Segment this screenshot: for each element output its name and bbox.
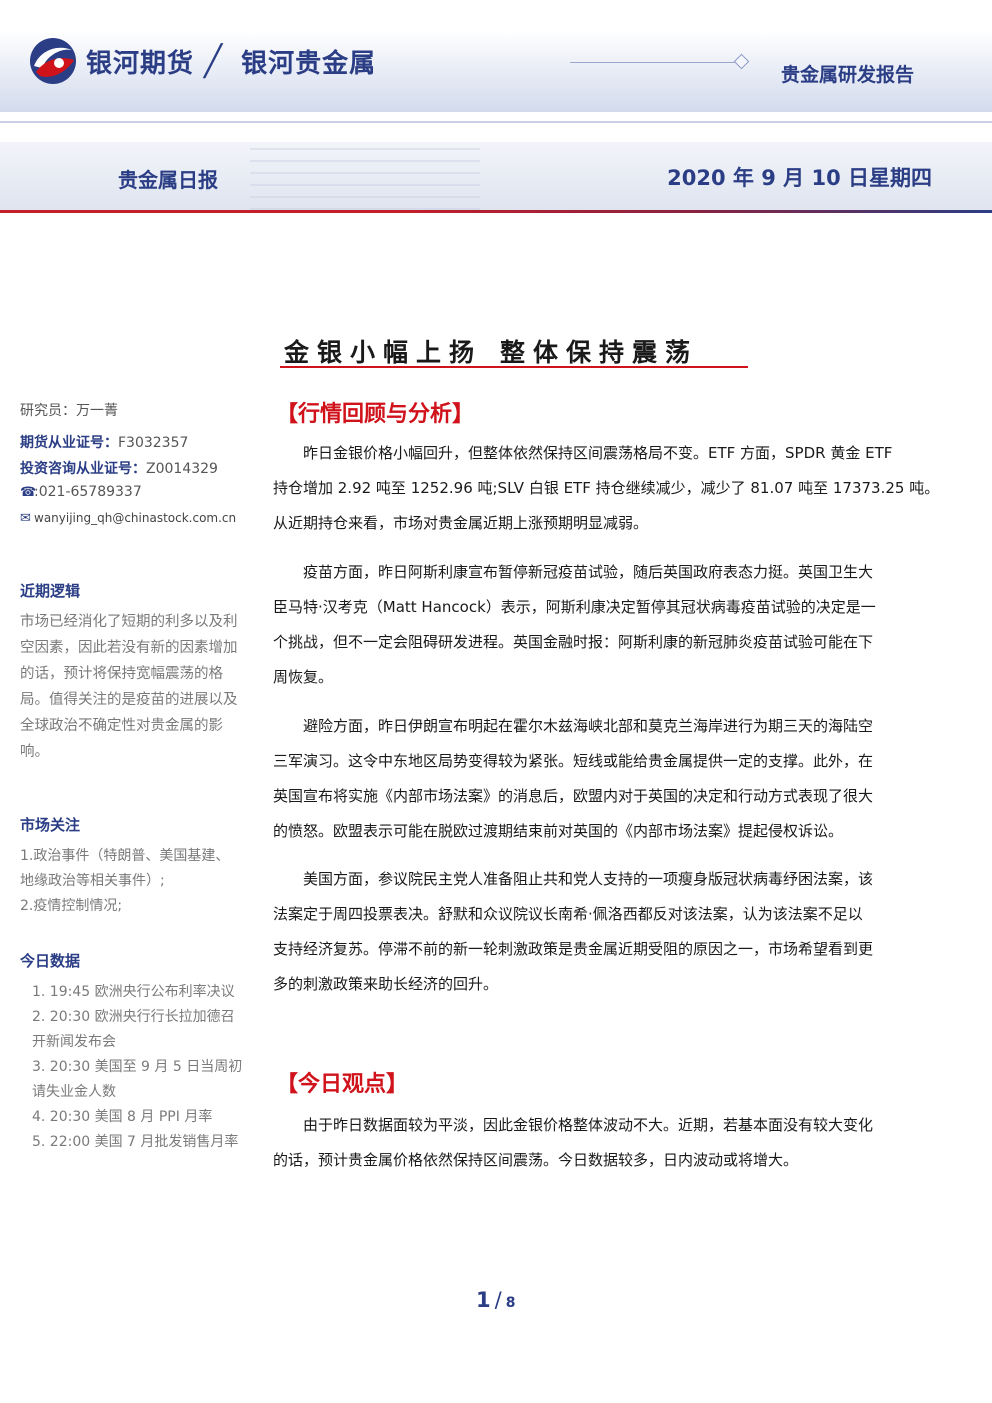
futures-cert-value: F3032357 bbox=[118, 435, 189, 451]
galaxy-logo-icon bbox=[30, 38, 76, 84]
researcher-name: 万一菁 bbox=[76, 403, 118, 419]
page-number: 1/8 bbox=[476, 1288, 515, 1312]
logic-line: 的话，预计将保持宽幅震荡的格 bbox=[20, 666, 223, 682]
logo-divider: ╱ bbox=[204, 43, 224, 79]
text-line: 多的刺激政策来助长经济的回升。 bbox=[273, 975, 499, 993]
text-line: 臣马特·汉考克（Matt Hancock）表示，阿斯利康决定暂停其冠状病毒疫苗试… bbox=[273, 598, 876, 616]
text-line: 昨日金银价格小幅回升，但整体依然保持区间震荡格局不变。ETF 方面，SPDR 黄… bbox=[273, 444, 893, 462]
data-line: 请失业金人数 bbox=[32, 1084, 116, 1100]
data-line: 开新闻发布会 bbox=[32, 1034, 116, 1050]
email-icon: ✉ bbox=[20, 511, 31, 526]
data-line: 1. 19:45 欧洲央行公布利率决议 bbox=[32, 984, 235, 1000]
header-gap bbox=[0, 112, 992, 142]
data-line: 4. 20:30 美国 8 月 PPI 月率 bbox=[32, 1109, 213, 1125]
logic-line: 空因素，因此若没有新的因素增加 bbox=[20, 640, 238, 656]
text-line: 美国方面，参议院民主党人准备阻止共和党人支持的一项瘦身版冠状病毒纾困法案，该 bbox=[273, 870, 874, 888]
page-total: 8 bbox=[505, 1295, 516, 1311]
text-line: 由于昨日数据面较为平淡，因此金银价格整体波动不大。近期，若基本面没有较大变化 bbox=[273, 1116, 874, 1134]
header-divider bbox=[0, 121, 992, 123]
page-title-part1: 金银小幅上扬 bbox=[284, 338, 483, 367]
email-address[interactable]: wanyijing_qh@chinastock.com.cn bbox=[34, 511, 237, 525]
data-list: 1. 19:45 欧洲央行公布利率决议 2. 20:30 欧洲央行行长拉加德召 … bbox=[32, 980, 262, 1155]
focus-line: 2.疫情控制情况; bbox=[20, 898, 123, 914]
logic-line: 响。 bbox=[20, 744, 49, 760]
focus-line: 地缘政治等相关事件）; bbox=[20, 873, 165, 889]
text-line: 个挑战，但不一定会阻碍研发进程。英国金融时报：阿斯利康的新冠肺炎疫苗试验可能在下 bbox=[273, 633, 874, 651]
analysis-paragraph-3: 避险方面，昨日伊朗宣布明起在霍尔木兹海峡北部和莫克兰海岸进行为期三天的海陆空 三… bbox=[273, 709, 935, 849]
header-accent-line bbox=[0, 210, 992, 213]
logic-title: 近期逻辑 bbox=[20, 582, 81, 600]
phone-row: ☎:021-65789337 bbox=[20, 484, 142, 500]
focus-list: 1.政治事件（特朗普、美国基建、 地缘政治等相关事件）; 2.疫情控制情况; bbox=[20, 844, 250, 919]
view-paragraph: 由于昨日数据面较为平淡，因此金银价格整体波动不大。近期，若基本面没有较大变化 的… bbox=[273, 1108, 935, 1178]
text-line: 疫苗方面，昨日阿斯利康宣布暂停新冠疫苗试验，随后英国政府表态力挺。英国卫生大 bbox=[273, 563, 874, 581]
header-title-band: 贵金属日报 2020 年 9 月 10 日星期四 bbox=[0, 142, 992, 210]
report-type: 贵金属研发报告 bbox=[780, 64, 914, 86]
data-line: 2. 20:30 欧洲央行行长拉加德召 bbox=[32, 1009, 235, 1025]
text-line: 三军演习。这令中东地区局势变得较为紧张。短线或能给贵金属提供一定的支撑。此外，在 bbox=[273, 752, 874, 770]
phone-icon: ☎ bbox=[20, 485, 37, 500]
data-title: 今日数据 bbox=[20, 952, 81, 970]
data-line: 3. 20:30 美国至 9 月 5 日当周初 bbox=[32, 1059, 243, 1075]
analysis-paragraph-1: 昨日金银价格小幅回升，但整体依然保持区间震荡格局不变。ETF 方面，SPDR 黄… bbox=[273, 436, 940, 541]
logic-line: 全球政治不确定性对贵金属的影 bbox=[20, 718, 223, 734]
text-line: 英国宣布将实施《内部市场法案》的消息后，欧盟内对于英国的决定和行动方式表现了很大 bbox=[273, 787, 874, 805]
futures-cert-row: 期货从业证号：F3032357 bbox=[20, 432, 188, 452]
page-current: 1 bbox=[476, 1288, 491, 1312]
page-separator: / bbox=[494, 1288, 502, 1312]
report-date: 2020 年 9 月 10 日星期四 bbox=[667, 166, 932, 190]
view-heading: 【今日观点】 bbox=[276, 1072, 409, 1097]
text-line: 周恢复。 bbox=[273, 668, 334, 686]
page-title: 金银小幅上扬整体保持震荡 bbox=[284, 333, 698, 369]
researcher-label: 研究员： bbox=[20, 403, 76, 419]
data-line: 5. 22:00 美国 7 月批发销售月率 bbox=[32, 1134, 239, 1150]
page-title-part2: 整体保持震荡 bbox=[500, 338, 699, 367]
header-top-band bbox=[0, 0, 992, 112]
title-underline bbox=[280, 366, 748, 368]
text-line: 持仓增加 2.92 吨至 1252.96 吨;SLV 白银 ETF 持仓继续减少… bbox=[273, 479, 940, 497]
header-decor-line bbox=[570, 62, 735, 63]
logo-text: 银河期货 bbox=[86, 48, 195, 79]
text-line: 的话，预计贵金属价格依然保持区间震荡。今日数据较多，日内波动或将增大。 bbox=[273, 1151, 799, 1169]
advisory-cert-row: 投资咨询从业证号：Z0014329 bbox=[20, 458, 218, 478]
text-line: 支持经济复苏。停滞不前的新一轮刺激政策是贵金属近期受阻的原因之一，市场希望看到更 bbox=[273, 940, 874, 958]
email-row: ✉wanyijing_qh@chinastock.com.cn bbox=[20, 510, 236, 526]
phone-number: :021-65789337 bbox=[34, 484, 142, 500]
logic-text: 市场已经消化了短期的利多以及利 空因素，因此若没有新的因素增加 的话，预计将保持… bbox=[20, 609, 250, 765]
text-line: 的愤怒。欧盟表示可能在脱欧过渡期结束前对英国的《内部市场法案》提起侵权诉讼。 bbox=[273, 822, 844, 840]
focus-line: 1.政治事件（特朗普、美国基建、 bbox=[20, 848, 230, 864]
company-logo: 银河期货 ╱ 银河贵金属 bbox=[28, 36, 376, 86]
analysis-heading: 【行情回顾与分析】 bbox=[276, 402, 475, 427]
focus-title: 市场关注 bbox=[20, 816, 81, 834]
futures-cert-label: 期货从业证号： bbox=[20, 435, 118, 451]
logic-line: 市场已经消化了短期的利多以及利 bbox=[20, 614, 238, 630]
logic-line: 局。值得关注的是疫苗的进展以及 bbox=[20, 692, 238, 708]
report-header: 银河期货 ╱ 银河贵金属 贵金属研发报告 贵金属日报 2020 年 9 月 10… bbox=[0, 0, 992, 214]
analysis-paragraph-2: 疫苗方面，昨日阿斯利康宣布暂停新冠疫苗试验，随后英国政府表态力挺。英国卫生大 臣… bbox=[273, 555, 935, 695]
text-line: 避险方面，昨日伊朗宣布明起在霍尔木兹海峡北部和莫克兰海岸进行为期三天的海陆空 bbox=[273, 717, 874, 735]
logo-subtext: 银河贵金属 bbox=[241, 48, 377, 79]
band-decoration bbox=[250, 142, 480, 210]
analysis-paragraph-4: 美国方面，参议院民主党人准备阻止共和党人支持的一项瘦身版冠状病毒纾困法案，该 法… bbox=[273, 862, 935, 1002]
advisory-cert-value: Z0014329 bbox=[146, 461, 218, 477]
text-line: 法案定于周四投票表决。舒默和众议院议长南希·佩洛西都反对该法案，认为该法案不足以 bbox=[273, 905, 863, 923]
researcher-row: 研究员：万一菁 bbox=[20, 400, 118, 420]
text-line: 从近期持仓来看，市场对贵金属近期上涨预期明显减弱。 bbox=[273, 514, 649, 532]
report-series-title: 贵金属日报 bbox=[118, 168, 218, 192]
advisory-cert-label: 投资咨询从业证号： bbox=[20, 461, 146, 477]
